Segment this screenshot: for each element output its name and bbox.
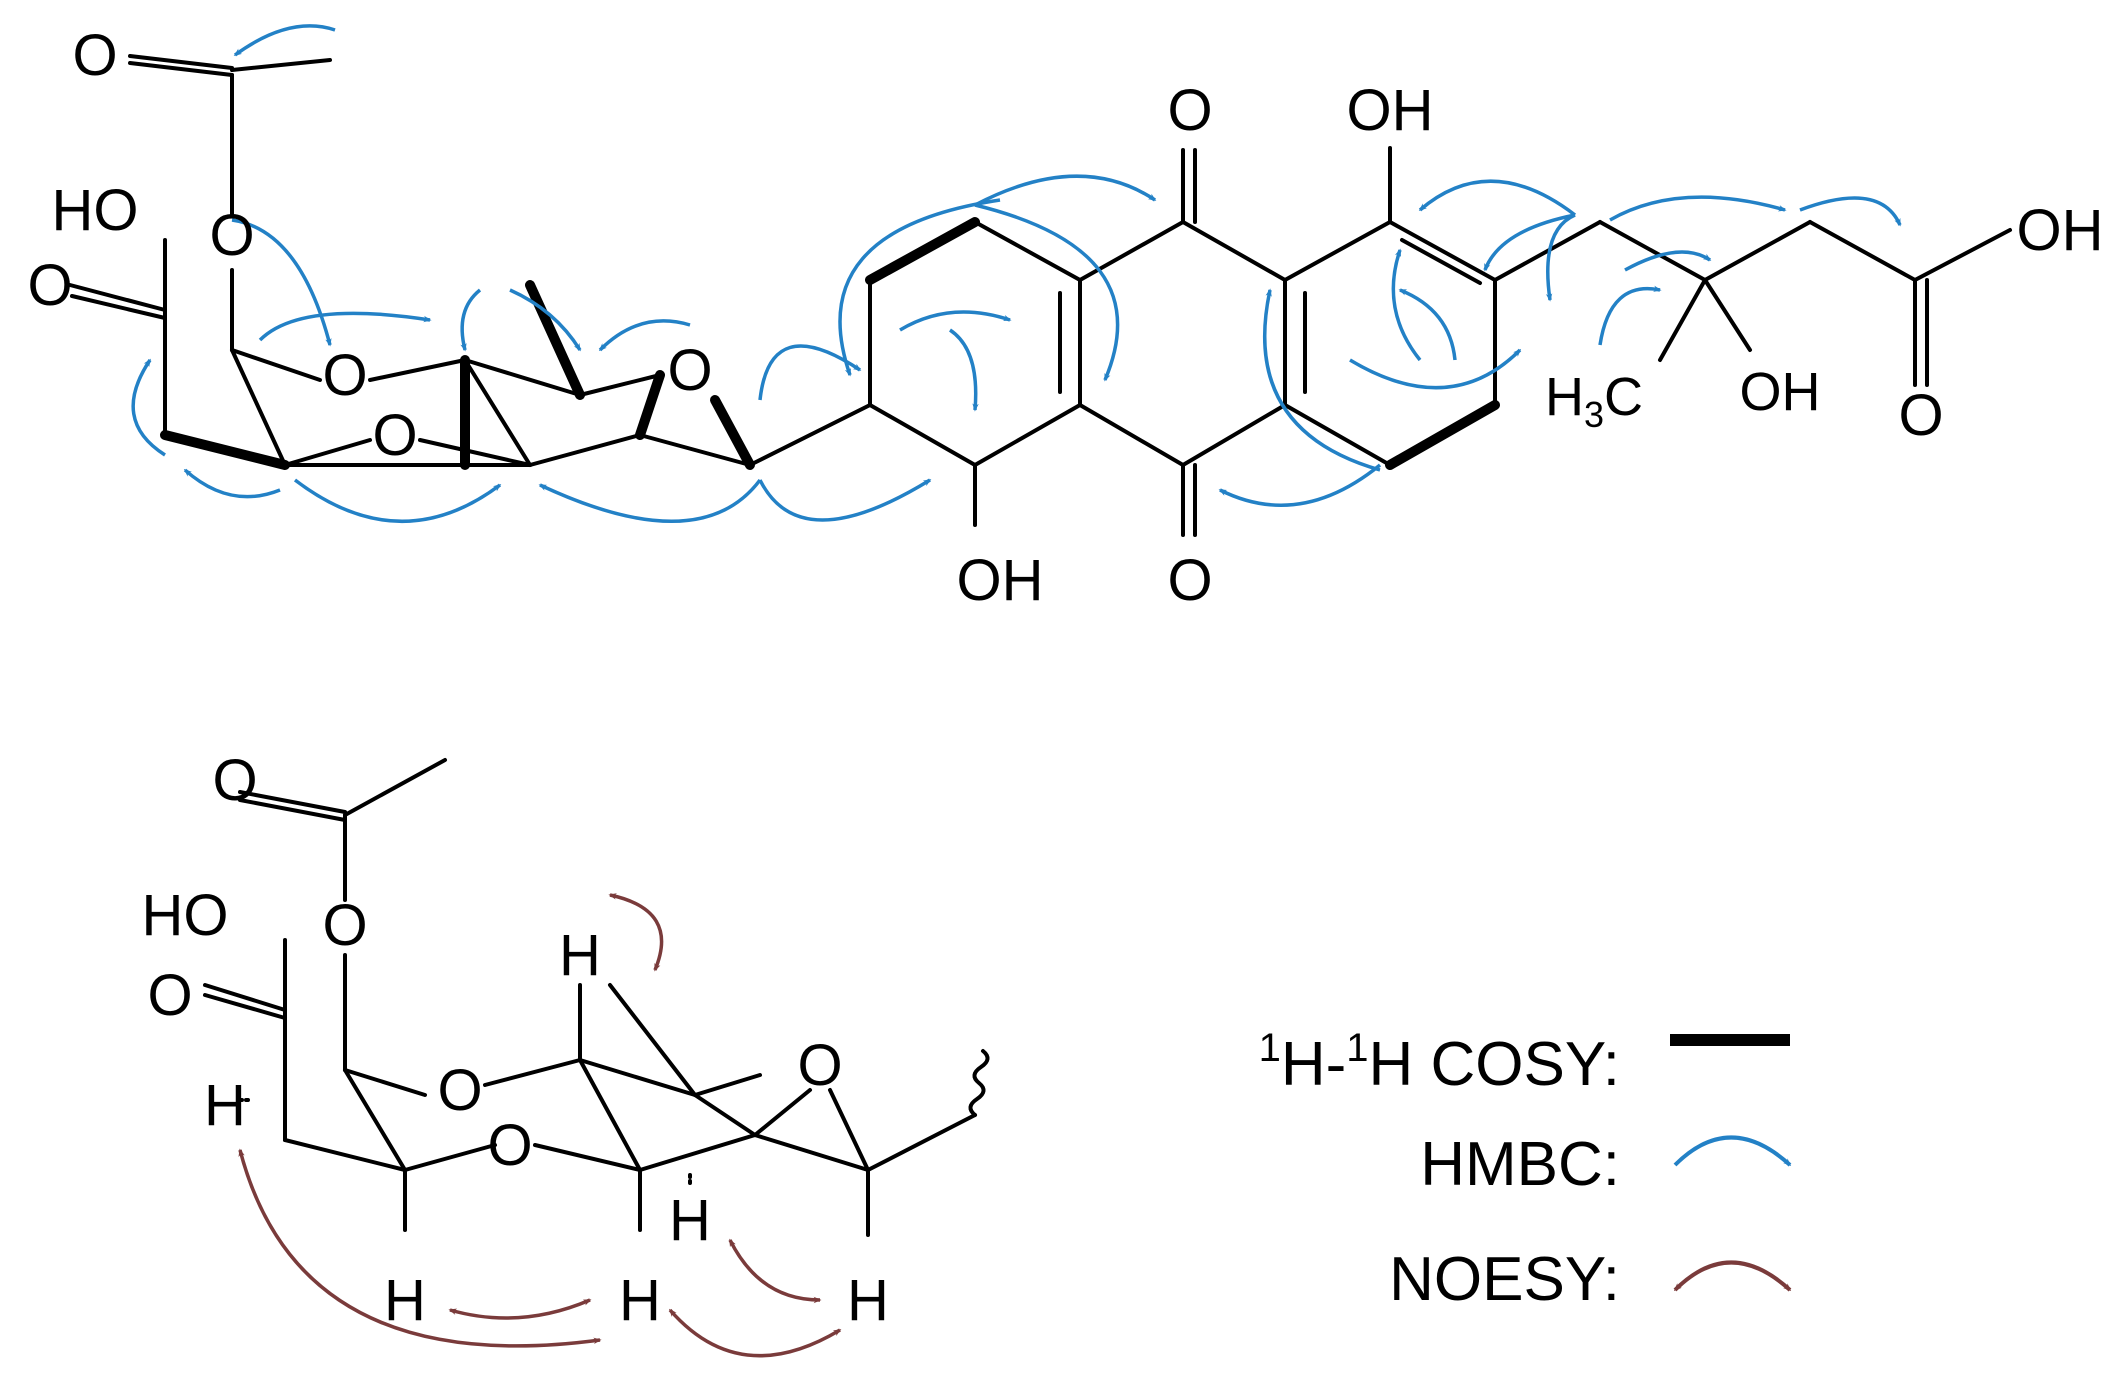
ester-oxygen: O (209, 203, 254, 268)
acid-hydroxyl-left: HO (52, 178, 139, 243)
acetyl-carbonyl-oxygen: O (72, 23, 117, 88)
cosy-bonds (160, 217, 1500, 470)
quinone-oxygen-bottom: O (1167, 548, 1212, 613)
acid-carbonyl-oxygen-left: O (27, 253, 72, 318)
bottom-ring-oxygen-1: O (437, 1058, 482, 1123)
hydrogen-h3: H (669, 1188, 711, 1253)
legend-hmbc-label: HMBC: (1420, 1130, 1620, 1199)
tertiary-hydroxyl: OH (1740, 362, 1821, 422)
noesy-arrows (238, 893, 842, 1358)
bottom-ring-oxygen-2: O (487, 1113, 532, 1178)
legend: 1H-1H COSY: HMBC: NOESY: (1259, 1026, 1792, 1314)
hydrogen-h2: H (559, 923, 601, 988)
phenol-hydroxyl-bottom: OH (957, 548, 1044, 613)
methyl-label: H3C (1545, 367, 1643, 435)
phenol-hydroxyl-top: OH (1347, 78, 1434, 143)
legend-cosy-label: 1H-1H COSY: (1259, 1026, 1620, 1099)
bottom-structure-labels: O O HO O O O O H H H H H H (142, 748, 889, 1333)
top-structure-labels: O O HO O O O O O O OH OH OH OH O H3C (27, 23, 2103, 613)
legend-hmbc-swatch (1673, 1135, 1792, 1167)
bottom-ring-oxygen-3: O (797, 1033, 842, 1098)
ring-oxygen-3: O (667, 338, 712, 403)
hydrogen-h5: H (619, 1268, 661, 1333)
bottom-acid-hydroxyl: HO (142, 883, 229, 948)
bottom-structure-bonds (203, 758, 990, 1237)
acid-hydroxyl-right: OH (2017, 198, 2104, 263)
acid-carbonyl-oxygen-right: O (1898, 383, 1943, 448)
bottom-acid-carbonyl-oxygen: O (147, 963, 192, 1028)
legend-noesy-swatch (1673, 1260, 1792, 1292)
top-structure-bonds (68, 54, 2012, 537)
quinone-oxygen-top: O (1167, 78, 1212, 143)
hmbc-arrows (131, 24, 1902, 524)
bottom-acetyl-carbonyl-oxygen: O (212, 748, 257, 813)
legend-noesy-label: NOESY: (1389, 1245, 1620, 1314)
hydrogen-h4: H (384, 1268, 426, 1333)
bottom-ester-oxygen: O (322, 893, 367, 958)
hydrogen-h6: H (847, 1268, 889, 1333)
ring-oxygen-2: O (372, 403, 417, 468)
hydrogen-h1: H (204, 1073, 246, 1138)
ring-oxygen-1: O (322, 343, 367, 408)
